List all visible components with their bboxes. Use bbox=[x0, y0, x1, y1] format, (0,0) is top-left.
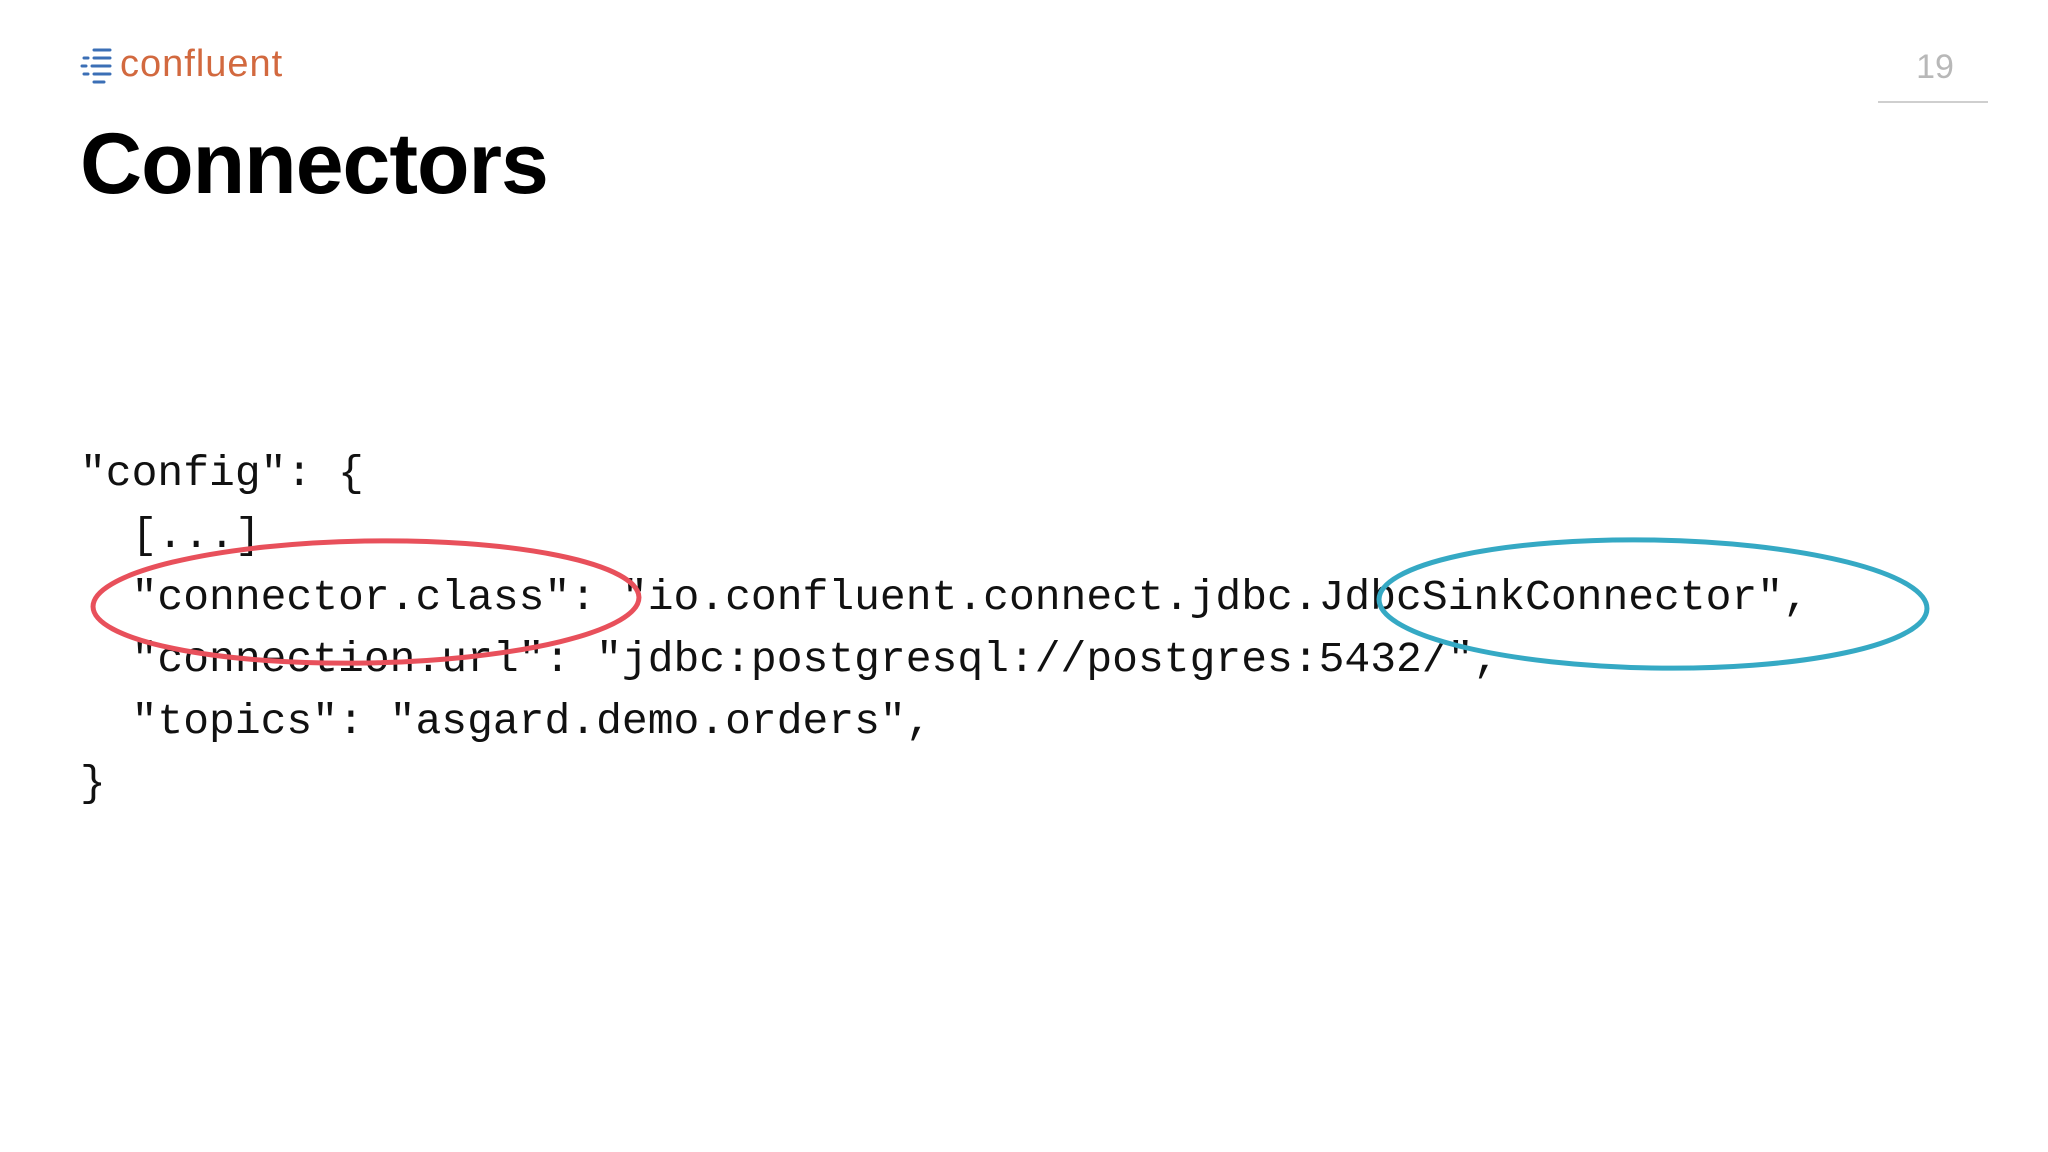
config-code-block: "config": { [...] "connector.class": "io… bbox=[80, 443, 1809, 815]
confluent-mark-icon bbox=[80, 48, 112, 84]
slide-number: 19 bbox=[1916, 48, 1954, 86]
code-line-config-close: } bbox=[80, 759, 106, 808]
code-line-topics: "topics": "asgard.demo.orders", bbox=[80, 697, 932, 746]
code-line-connection-url: "connection.url": "jdbc:postgresql://pos… bbox=[80, 635, 1500, 684]
code-line-ellipsis: [...] bbox=[80, 511, 261, 560]
slide-title: Connectors bbox=[80, 116, 549, 212]
code-line-config-open: "config": { bbox=[80, 449, 364, 498]
slide-number-divider bbox=[1878, 101, 1988, 103]
code-line-connector-class: "connector.class": "io.confluent.connect… bbox=[80, 573, 1809, 622]
logo-wordmark: confluent bbox=[120, 43, 284, 85]
confluent-logo: confluent bbox=[80, 44, 283, 84]
